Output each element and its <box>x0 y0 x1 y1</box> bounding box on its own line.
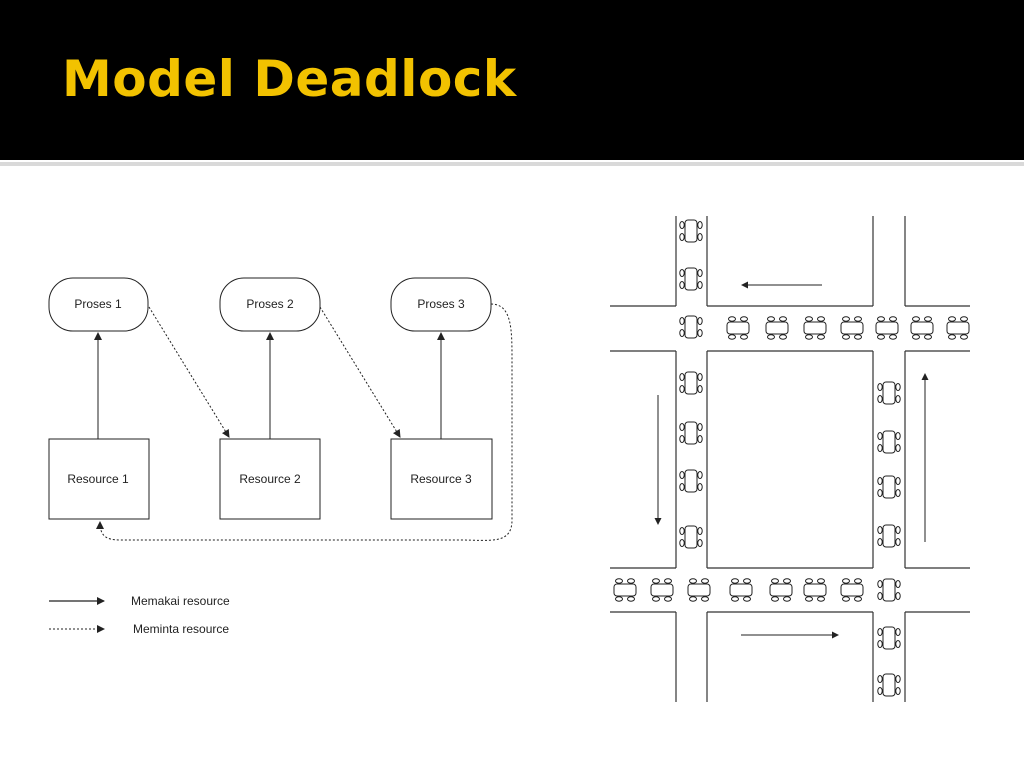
process-node-1 <box>48 277 149 332</box>
car-icon <box>877 626 901 650</box>
car-icon <box>877 475 901 499</box>
title-rule <box>0 162 1024 166</box>
car-icon <box>679 267 703 291</box>
car-icon <box>840 316 864 340</box>
legend-uses-label: Memakai resource <box>131 594 230 608</box>
car-icon <box>840 578 864 602</box>
process-label-2: Proses 2 <box>246 297 294 311</box>
slide-title: Model Deadlock <box>62 50 517 108</box>
car-icon <box>765 316 789 340</box>
car-icon <box>679 219 703 243</box>
process-label-1: Proses 1 <box>74 297 122 311</box>
car-icon <box>875 316 899 340</box>
car-icon <box>877 524 901 548</box>
car-icon <box>803 578 827 602</box>
car-icon <box>877 381 901 405</box>
resource-node-2 <box>219 438 321 520</box>
legend-requests-label: Meminta resource <box>133 622 229 636</box>
resource-node-3 <box>390 438 493 520</box>
street-lines <box>610 216 970 702</box>
resource-label-3: Resource 3 <box>410 472 472 486</box>
car-icon <box>803 316 827 340</box>
request-arrow-3 <box>96 303 513 541</box>
resource-node-1 <box>48 438 150 520</box>
car-icon <box>726 316 750 340</box>
request-arrow-1 <box>148 306 230 438</box>
car-icon <box>877 673 901 697</box>
process-label-3: Proses 3 <box>417 297 465 311</box>
car-icon <box>679 421 703 445</box>
title-bar <box>0 0 1024 160</box>
car-icon <box>687 578 711 602</box>
car-icon <box>877 578 901 602</box>
process-node-2 <box>219 277 321 332</box>
request-arrow-2 <box>319 306 401 438</box>
car-icon <box>877 430 901 454</box>
car-icon <box>946 316 970 340</box>
car-icon <box>729 578 753 602</box>
car-icon <box>679 371 703 395</box>
car-icon <box>679 315 703 339</box>
car-icon <box>650 578 674 602</box>
resource-label-1: Resource 1 <box>67 472 129 486</box>
car-icon <box>679 469 703 493</box>
car-icon <box>910 316 934 340</box>
car-icon <box>679 525 703 549</box>
car-icon <box>613 578 637 602</box>
resource-label-2: Resource 2 <box>239 472 301 486</box>
car-icon <box>769 578 793 602</box>
